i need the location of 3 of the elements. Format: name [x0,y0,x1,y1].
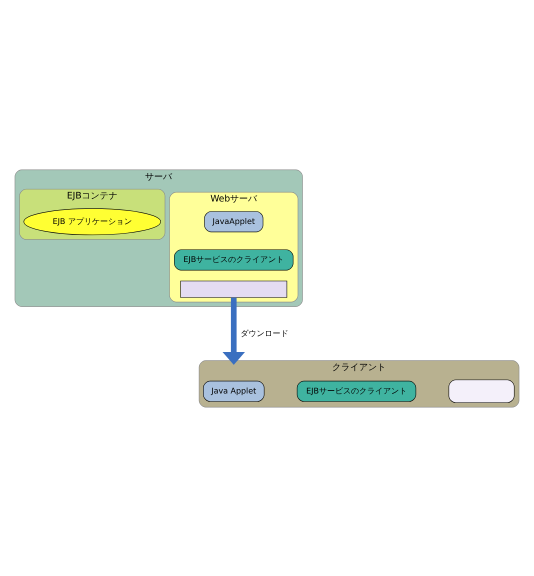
node-bar [180,280,288,298]
arrow [222,297,245,364]
node-box [448,379,514,402]
